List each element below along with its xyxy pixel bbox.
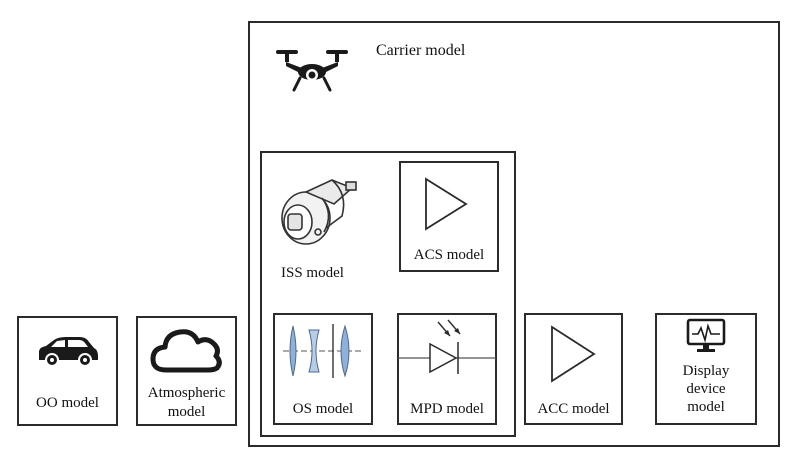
monitor-icon [686, 318, 726, 352]
lens-group-icon [283, 324, 363, 378]
amplifier-triangle-icon [425, 177, 468, 231]
acs-model-label: ACS model [413, 247, 485, 263]
os-model-label: OS model [292, 401, 354, 417]
gimbal-camera-icon [281, 179, 357, 245]
display-device-label-line-3: model [687, 399, 725, 415]
car-icon [39, 337, 98, 367]
acc-model-box [524, 313, 623, 425]
atmospheric-label-line-2: model [167, 404, 206, 420]
iss-model-label: ISS model [281, 265, 344, 281]
acs-model-box [399, 161, 499, 272]
oo-model-label: OO model [36, 395, 99, 411]
acc-model-label: ACC model [537, 401, 610, 417]
display-device-label-line-1: Display [682, 363, 730, 379]
mpd-model-label: MPD model [410, 401, 484, 417]
cloud-icon [150, 329, 222, 373]
oo-model-box [17, 316, 118, 426]
photodiode-icon [398, 319, 496, 374]
carrier-model-label: Carrier model [376, 42, 466, 59]
display-device-label-line-2: device [686, 381, 726, 397]
drone-icon [276, 50, 348, 92]
os-model-box [273, 313, 373, 425]
amplifier-triangle-icon [551, 325, 596, 383]
atmospheric-label-line-1: Atmospheric [147, 385, 226, 401]
